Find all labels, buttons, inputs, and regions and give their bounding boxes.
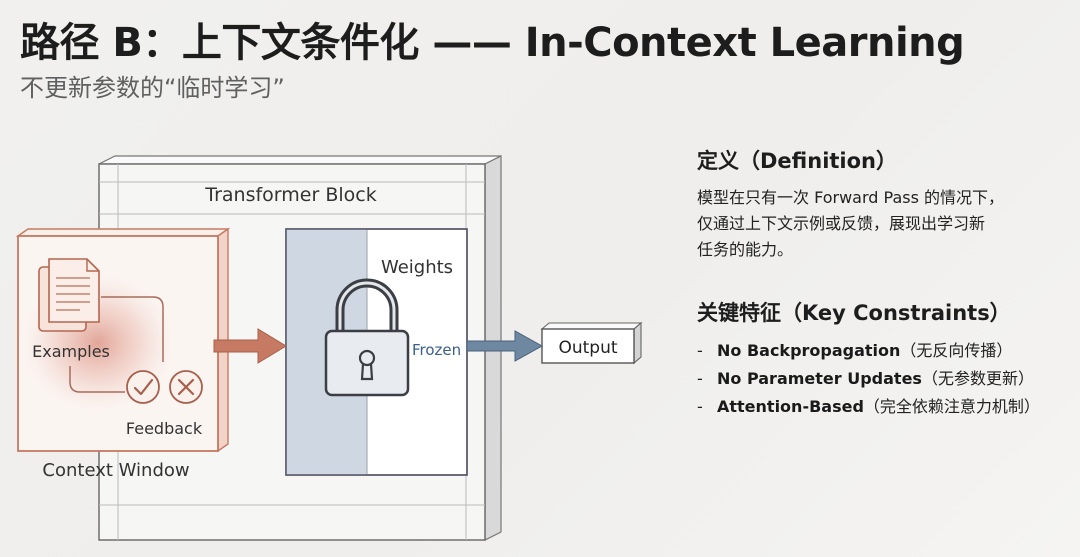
list-item: -No Backpropagation（无反向传播） [697,341,1013,360]
constraints-list: -No Backpropagation（无反向传播） -No Parameter… [697,337,1072,421]
frozen-label: Frozen [412,341,461,359]
output-box: Output [540,321,643,365]
icl-diagram: Transformer Block Weights Frozen Output [15,155,643,541]
context-to-weights-arrow [213,328,287,364]
definition-line: 任务的能力。 [697,240,794,259]
cross-icon [169,370,203,404]
weights-label: Weights [381,257,453,278]
definition-text: 模型在只有一次 Forward Pass 的情况下， 仅通过上下文示例或反馈，展… [697,185,1072,263]
output-label: Output [558,338,617,358]
lock-icon [324,278,410,397]
constraints-heading: 关键特征（Key Constraints） [697,301,1011,325]
feedback-label: Feedback [126,419,203,438]
weights-panel: Weights Frozen [285,228,468,476]
definition-line: 模型在只有一次 Forward Pass 的情况下， [697,188,1005,207]
weights-to-output-arrow [466,330,544,362]
context-label: Context Window [42,460,189,481]
page-title: 路径 B：上下文条件化 —— In-Context Learning [20,20,965,66]
document-icon [38,258,100,332]
info-panel: 定义（Definition） 模型在只有一次 Forward Pass 的情况下… [697,145,1072,421]
context-window: Examples Feedback [15,227,231,453]
list-item: -No Parameter Updates（无参数更新） [697,369,1034,388]
page-subtitle: 不更新参数的“临时学习” [20,74,285,102]
examples-label: Examples [32,342,110,361]
transformer-label: Transformer Block [204,184,376,206]
definition-heading: 定义（Definition） [697,149,898,173]
check-icon [126,370,160,404]
definition-line: 仅通过上下文示例或反馈，展现出学习新 [697,214,986,233]
list-item: -Attention-Based（完全依赖注意力机制） [697,397,1040,416]
